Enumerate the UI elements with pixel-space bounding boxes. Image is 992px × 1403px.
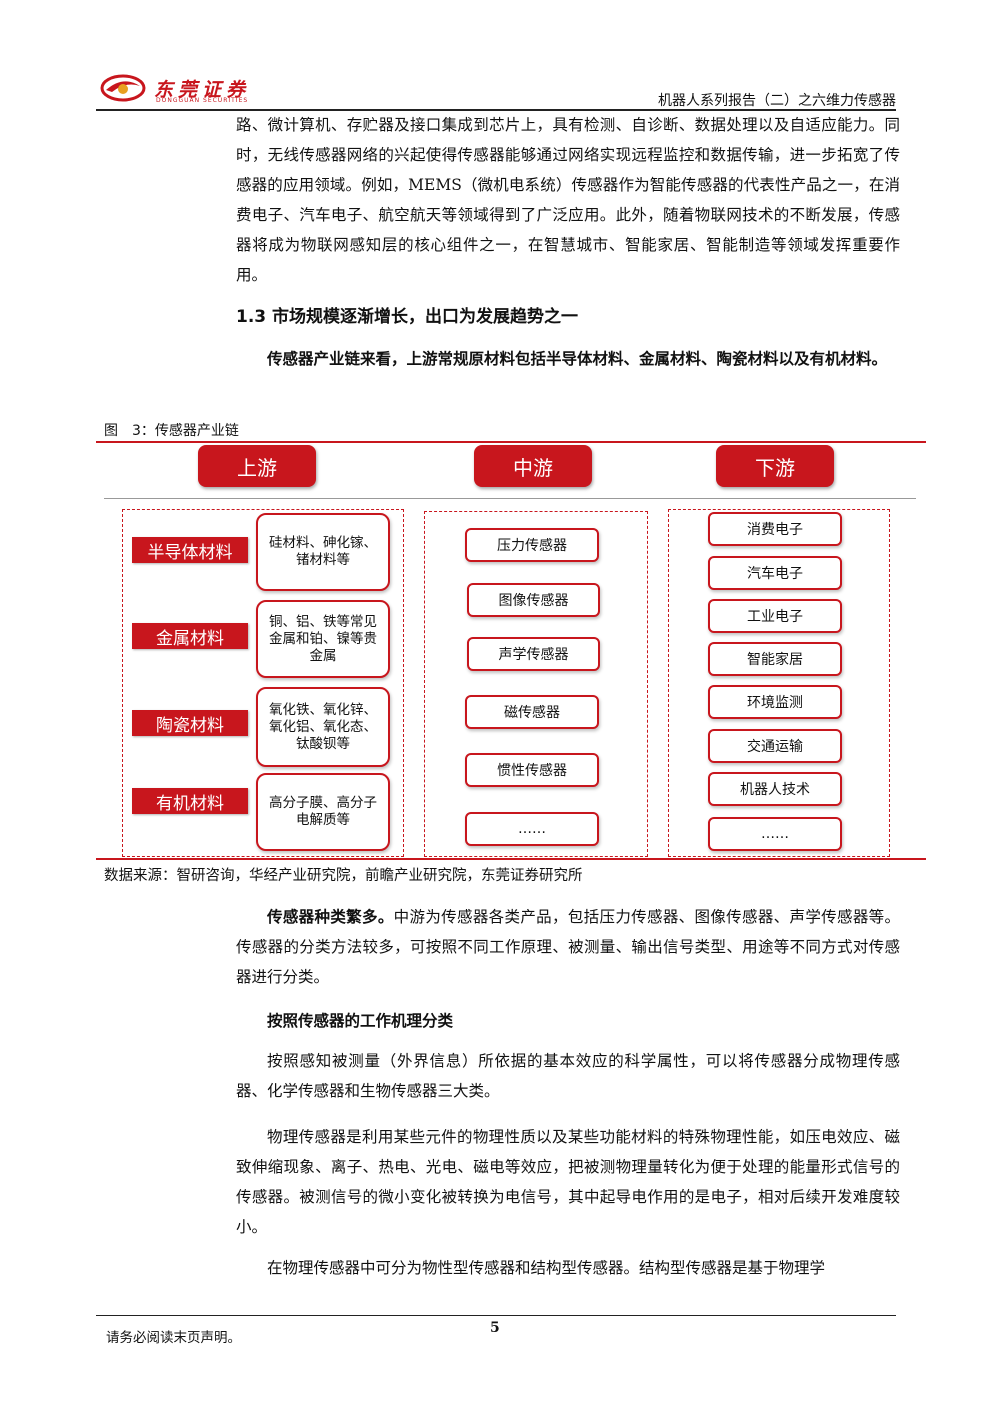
types-text: 传感器种类繁多。中游为传感器各类产品，包括压力传感器、图像传感器、声学传感器等。… bbox=[236, 902, 900, 992]
down-item-automotive: 汽车电子 bbox=[708, 556, 842, 590]
footer-divider bbox=[96, 1315, 896, 1316]
mid-item-pressure: 压力传感器 bbox=[465, 528, 599, 562]
mechanism-text: 按照感知被测量（外界信息）所依据的基本效应的科学属性，可以将传感器分成物理传感器… bbox=[236, 1052, 900, 1100]
stage-upstream: 上游 bbox=[198, 445, 316, 487]
page-number: 5 bbox=[490, 1320, 500, 1336]
material-label-ceramic: 陶瓷材料 bbox=[132, 710, 248, 736]
material-desc-organic: 高分子膜、高分子电解质等 bbox=[256, 773, 390, 851]
figure-bottom-rule bbox=[96, 858, 926, 860]
material-desc-metal: 铜、铝、铁等常见金属和铂、镍等贵金属 bbox=[256, 600, 390, 678]
down-item-transport: 交通运输 bbox=[708, 729, 842, 763]
down-item-robotics: 机器人技术 bbox=[708, 772, 842, 806]
last-text: 在物理传感器中可分为物性型传感器和结构型传感器。结构型传感器是基于物理学 bbox=[267, 1259, 826, 1277]
company-logo: 东莞证券 DONGGUAN SECURITIES bbox=[100, 72, 250, 104]
upstream-panel bbox=[122, 509, 404, 857]
figure-source: 数据来源：智研咨询，华经产业研究院，前瞻产业研究院，东莞证券研究所 bbox=[104, 868, 583, 884]
subheading-text: 按照传感器的工作机理分类 bbox=[267, 1012, 454, 1030]
down-item-industrial: 工业电子 bbox=[708, 599, 842, 633]
material-label-organic: 有机材料 bbox=[132, 788, 248, 814]
mechanism-paragraph: 按照感知被测量（外界信息）所依据的基本效应的科学属性，可以将传感器分成物理传感器… bbox=[236, 1046, 900, 1106]
types-lead: 传感器种类繁多。 bbox=[267, 908, 394, 926]
types-paragraph: 传感器种类繁多。中游为传感器各类产品，包括压力传感器、图像传感器、声学传感器等。… bbox=[236, 902, 900, 992]
report-title: 机器人系列报告（二）之六维力传感器 bbox=[658, 93, 896, 109]
mid-item-image: 图像传感器 bbox=[467, 583, 600, 617]
logo-text: 东莞证券 bbox=[154, 78, 251, 101]
footer-disclaimer: 请务必阅读末页声明。 bbox=[106, 1330, 241, 1346]
material-label-metal: 金属材料 bbox=[132, 623, 248, 649]
mechanism-subheading: 按照传感器的工作机理分类 bbox=[236, 1006, 900, 1036]
figure-top-rule bbox=[96, 441, 926, 443]
lead-text: 传感器产业链来看，上游常规原材料包括半导体材料、金属材料、陶瓷材料以及有机材料。 bbox=[267, 350, 888, 368]
last-paragraph: 在物理传感器中可分为物性型传感器和结构型传感器。结构型传感器是基于物理学 bbox=[236, 1253, 900, 1283]
down-item-environment: 环境监测 bbox=[708, 685, 842, 719]
section-heading: 1.3 市场规模逐渐增长，出口为发展趋势之一 bbox=[236, 307, 579, 327]
figure-middle-rule bbox=[104, 498, 916, 499]
down-item-consumer: 消费电子 bbox=[708, 512, 842, 546]
mid-item-magnetic: 磁传感器 bbox=[465, 695, 599, 729]
types-body: 中游为传感器各类产品，包括压力传感器、图像传感器、声学传感器等。传感器的分类方法… bbox=[236, 908, 900, 986]
midstream-panel bbox=[424, 511, 648, 857]
mid-item-inertial: 惯性传感器 bbox=[465, 753, 599, 787]
material-desc-semiconductor: 硅材料、砷化镓、锗材料等 bbox=[256, 513, 390, 591]
material-label-semiconductor: 半导体材料 bbox=[132, 537, 248, 563]
mid-item-more: …… bbox=[465, 812, 599, 846]
down-item-more: …… bbox=[708, 817, 842, 851]
downstream-panel bbox=[668, 509, 890, 857]
down-item-smart-home: 智能家居 bbox=[708, 642, 842, 676]
physical-paragraph: 物理传感器是利用某些元件的物理性质以及某些功能材料的特殊物理性能，如压电效应、磁… bbox=[236, 1122, 900, 1242]
physical-text: 物理传感器是利用某些元件的物理性质以及某些功能材料的特殊物理性能，如压电效应、磁… bbox=[236, 1128, 900, 1236]
logo-subtitle: DONGGUAN SECURITIES bbox=[156, 97, 249, 104]
stage-midstream: 中游 bbox=[474, 445, 592, 487]
figure-caption: 图 3：传感器产业链 bbox=[104, 423, 239, 439]
mid-item-acoustic: 声学传感器 bbox=[467, 637, 600, 671]
intro-text: 路、微计算机、存贮器及接口集成到芯片上，具有检测、自诊断、数据处理以及自适应能力… bbox=[236, 116, 900, 284]
material-desc-ceramic: 氧化铁、氧化锌、氧化铝、氧化态、钛酸钡等 bbox=[256, 687, 390, 767]
logo-swirl-icon bbox=[100, 74, 146, 102]
stage-downstream: 下游 bbox=[716, 445, 834, 487]
header-divider bbox=[96, 109, 896, 111]
intro-paragraph: 路、微计算机、存贮器及接口集成到芯片上，具有检测、自诊断、数据处理以及自适应能力… bbox=[236, 110, 900, 290]
lead-paragraph: 传感器产业链来看，上游常规原材料包括半导体材料、金属材料、陶瓷材料以及有机材料。 bbox=[236, 344, 900, 374]
